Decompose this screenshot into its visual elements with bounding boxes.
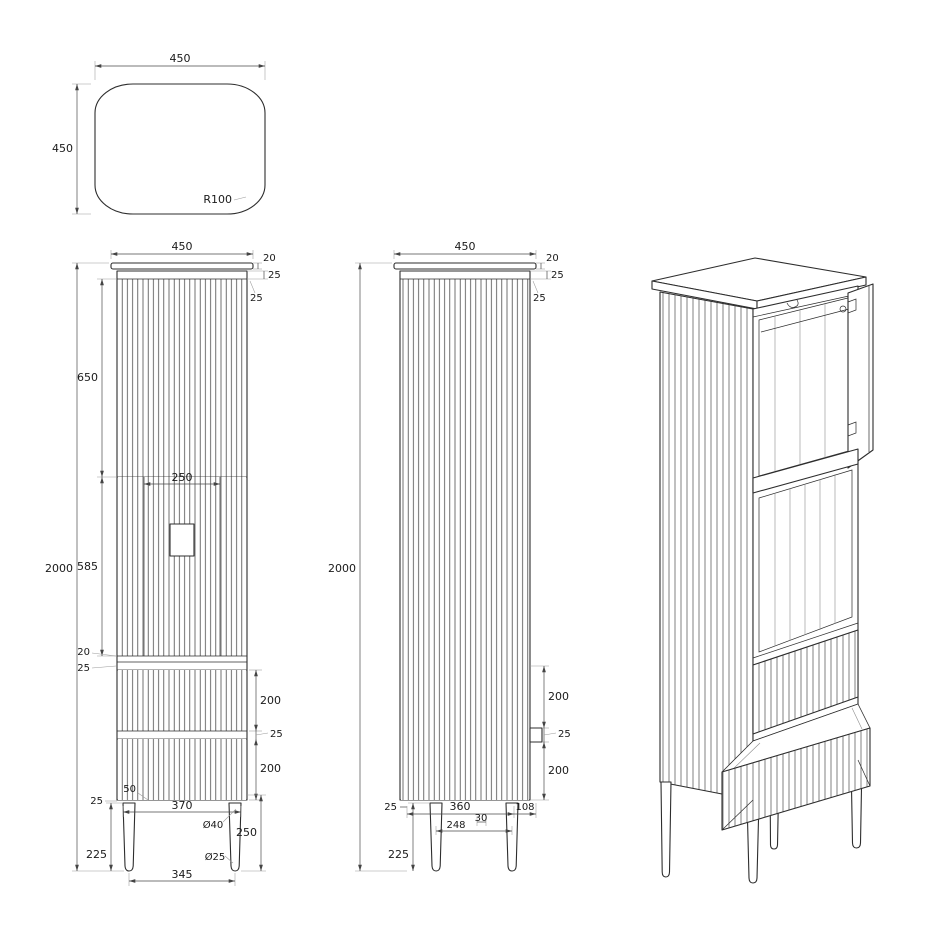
persp-top-slab-right: [756, 276, 867, 310]
dim-front-drawer-gap: 25: [270, 729, 283, 740]
dim-front-leg-center-span: 345: [172, 868, 193, 881]
side-view-dimensions: 450 20 25 25 2000 200 25: [328, 240, 571, 872]
dim-front-lower-drawer: 200: [260, 762, 281, 775]
front-view-dimensions: 450 20 25 25 650 585 2000: [45, 240, 283, 886]
dim-front-plinth: 50: [123, 784, 136, 795]
top-view: 450 450 R100: [52, 52, 266, 215]
persp-fluted-side: [659, 291, 754, 801]
perspective-view: [651, 257, 874, 884]
dim-side-ledge: 25: [558, 729, 571, 740]
dim-front-top-overhang: 20: [263, 253, 276, 264]
niche-center-bracket: [169, 523, 195, 557]
persp-open-door: [847, 283, 874, 469]
persp-hook-detail: [786, 299, 799, 308]
dim-front-shelf-gap: 20: [77, 647, 90, 658]
dim-top-depth: 450: [52, 142, 73, 155]
front-view: 450 20 25 25 650 585 2000: [45, 240, 283, 886]
persp-hanging-rail: [760, 308, 850, 333]
persp-hinge-top: [847, 298, 857, 314]
side-view: 450 20 25 25 2000 200 25: [328, 240, 571, 872]
dim-top-width: 450: [170, 52, 191, 65]
persp-leg-back-left: [660, 781, 672, 878]
persp-shelf: [752, 448, 859, 494]
dim-front-top-inset: 25: [250, 293, 263, 304]
side-rear-leg: [505, 802, 519, 872]
dim-front-inner-width: 250: [172, 471, 193, 484]
dim-top-corner-radius: R100: [203, 193, 232, 206]
front-right-leg: [228, 802, 242, 872]
side-top-slab: [393, 262, 537, 270]
front-fluted-door: [118, 279, 246, 477]
persp-rail-bracket: [839, 305, 847, 313]
top-view-dimensions: 450 450 R100: [52, 52, 266, 215]
dim-front-leg-height: 225: [86, 848, 107, 861]
dim-front-width: 450: [172, 240, 193, 253]
dim-side-leg-center-span: 248: [446, 820, 465, 831]
front-lower-drawer: [118, 739, 246, 800]
dim-side-front-leg-offset: 30: [475, 813, 488, 824]
dim-side-base-depth: 360: [450, 800, 471, 813]
dim-side-overall-height: 2000: [328, 562, 356, 575]
dim-side-top-thickness: 25: [551, 270, 564, 281]
dim-side-rear-offset: 108: [515, 802, 534, 813]
side-front-leg: [429, 802, 443, 872]
persp-hinge-bottom: [847, 421, 857, 437]
dim-front-leg-bottom-diameter: Ø25: [205, 851, 226, 863]
dim-front-leg-top-diameter: Ø40: [203, 819, 224, 831]
dim-front-niche-height: 585: [77, 560, 98, 573]
dim-front-leg-assembly: 250: [236, 826, 257, 839]
front-left-leg: [122, 802, 136, 872]
side-fluted-panel: [401, 279, 529, 800]
dim-side-depth: 450: [455, 240, 476, 253]
persp-niche: [758, 469, 853, 653]
front-upper-drawer: [118, 670, 246, 731]
dim-front-top-thickness: 25: [268, 270, 281, 281]
persp-upper-drawer: [752, 629, 859, 735]
front-top-slab: [110, 262, 254, 270]
dim-front-door-height: 650: [77, 371, 98, 384]
dim-side-upper-drawer: 200: [548, 690, 569, 703]
cabinet-top-outline: [94, 83, 266, 215]
dim-front-leg-outer-span: 370: [172, 799, 193, 812]
dim-side-top-inset: 25: [533, 293, 546, 304]
side-shelf-ledge: [529, 727, 543, 743]
dim-side-front-inset: 25: [384, 802, 397, 813]
dim-front-shelf-thickness: 25: [77, 663, 90, 674]
dim-front-upper-drawer: 200: [260, 694, 281, 707]
front-fluted-niche: [118, 477, 246, 656]
dim-front-overall-height: 2000: [45, 562, 73, 575]
dim-front-bottom-inset: 25: [90, 796, 103, 807]
dim-side-leg-height: 225: [388, 848, 409, 861]
dim-side-lower-drawer: 200: [548, 764, 569, 777]
dim-side-top-overhang: 20: [546, 253, 559, 264]
